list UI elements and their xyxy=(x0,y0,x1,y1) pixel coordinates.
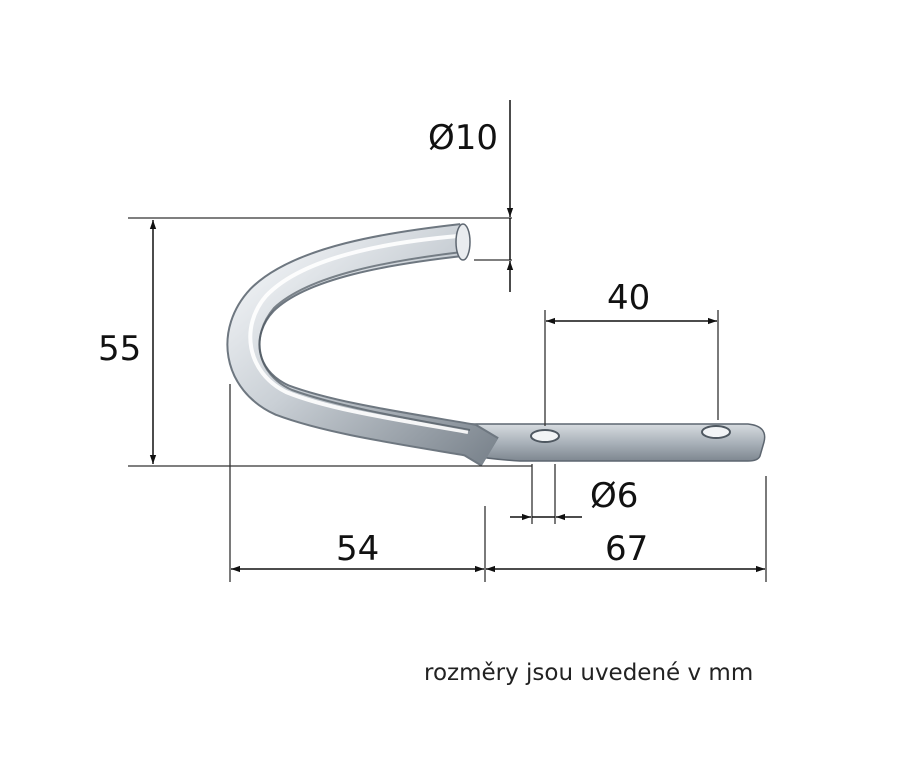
label-hole-diameter: Ø6 xyxy=(590,476,638,516)
dimension-labels: Ø10 55 40 Ø6 54 67 xyxy=(98,118,650,569)
label-hook-length: 54 xyxy=(336,529,379,569)
label-height: 55 xyxy=(98,329,141,369)
hook-rod-highlight xyxy=(248,234,469,434)
label-rod-diameter: Ø10 xyxy=(428,118,498,158)
hook-rod-edge xyxy=(258,251,471,431)
plate-hole-left xyxy=(530,429,560,443)
plate-hole-right xyxy=(701,425,731,439)
extension-lines xyxy=(128,217,767,582)
units-note: rozměry jsou uvedené v mm xyxy=(424,660,754,686)
label-plate-length: 67 xyxy=(605,529,648,569)
hook-rod xyxy=(228,225,498,465)
hook-part xyxy=(226,223,766,467)
dimension-lines xyxy=(149,100,765,573)
label-hole-spacing: 40 xyxy=(607,278,650,318)
rod-end-cap xyxy=(455,223,471,261)
